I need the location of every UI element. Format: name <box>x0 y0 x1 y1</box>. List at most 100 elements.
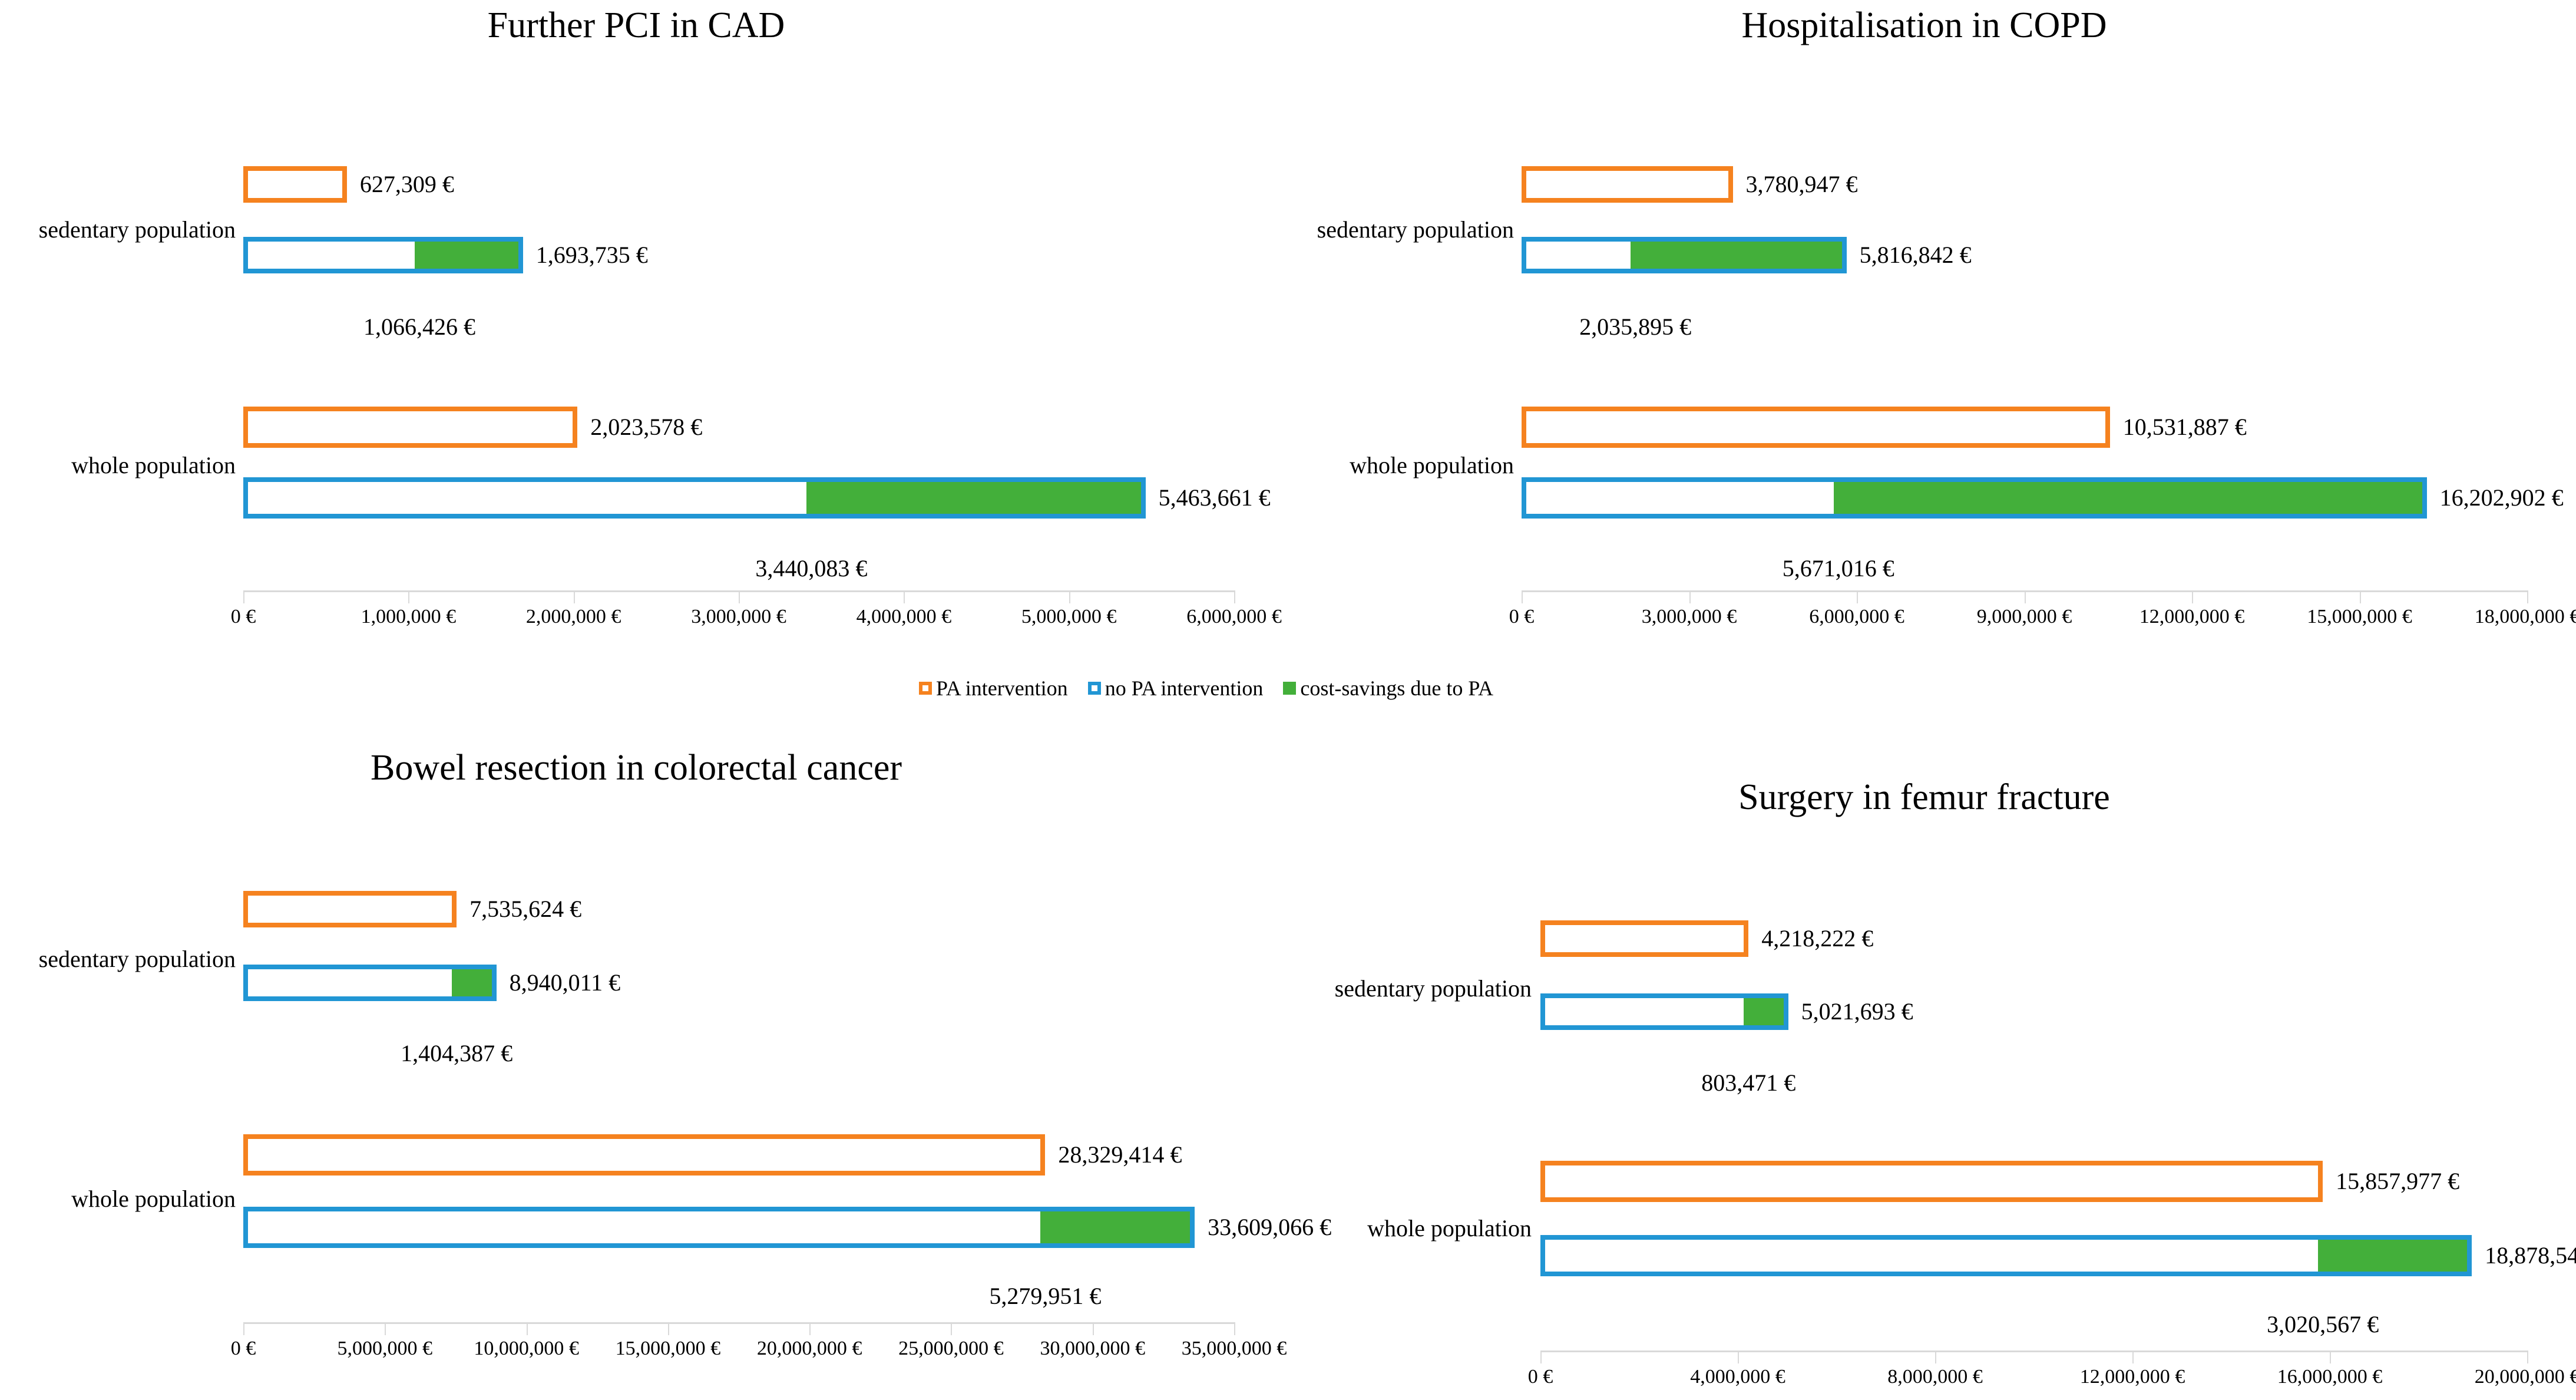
bar-no-pa-intervention: 1,693,735 € <box>243 237 1234 273</box>
x-axis-tick <box>1540 1351 1542 1363</box>
bar-pa-intervention: 28,329,414 € <box>243 1134 1234 1176</box>
x-axis-tick <box>667 1322 669 1335</box>
x-axis-tick <box>2359 590 2361 603</box>
bar-value-label-pa-intervention: 7,535,624 € <box>469 896 582 922</box>
bar-pa-intervention: 627,309 € <box>243 166 1234 203</box>
bar-segment-cost-savings <box>806 482 1141 514</box>
bar-value-label-pa-intervention: 3,780,947 € <box>1745 171 1858 197</box>
x-axis-tick <box>1857 590 1858 603</box>
category-label-sedentary-population: sedentary population <box>1317 216 1514 243</box>
bar-segment-cost-savings <box>1040 1211 1191 1243</box>
bar-value-label-pa-intervention: 28,329,414 € <box>1058 1141 1182 1168</box>
x-axis-tick-label: 6,000,000 € <box>1809 606 1904 628</box>
bar-value-label-no-pa-intervention: 5,279,951 € <box>989 1283 1102 1309</box>
x-axis-tick <box>2132 1351 2134 1363</box>
x-axis-tick-label: 4,000,000 € <box>1690 1366 1785 1388</box>
x-axis-tick-label: 6,000,000 € <box>1186 606 1282 628</box>
x-axis-line <box>1540 1351 2527 1352</box>
bar-value-label-pa-intervention: 15,857,977 € <box>2336 1168 2460 1194</box>
x-axis-tick-label: 20,000,000 € <box>2474 1366 2576 1388</box>
bar-total-label: 33,609,066 € <box>1208 1214 1332 1240</box>
x-axis-tick <box>385 1322 386 1335</box>
bar-pa-intervention: 2,023,578 € <box>243 407 1234 448</box>
bar-value-label-no-pa-intervention: 3,440,083 € <box>755 555 868 582</box>
bar-segment-pa-intervention <box>1540 1161 2323 1202</box>
x-axis-tick-label: 12,000,000 € <box>2139 606 2245 628</box>
bar-segment-pa-intervention <box>243 166 347 203</box>
x-axis-tick-label: 0 € <box>1509 606 1535 628</box>
bar-total-label: 5,021,693 € <box>1801 998 1913 1025</box>
orange-outline-swatch <box>919 682 932 695</box>
x-axis-tick-label: 10,000,000 € <box>474 1338 579 1359</box>
category-label-whole-population: whole population <box>71 452 236 478</box>
legend-label: cost-savings due to PA <box>1300 676 1494 700</box>
bar-total-label: 5,816,842 € <box>1859 242 1972 268</box>
x-axis-tick-label: 15,000,000 € <box>2307 606 2412 628</box>
bar-value-label-pa-intervention: 2,023,578 € <box>590 414 703 440</box>
x-axis-tick <box>243 1322 244 1335</box>
bar-value-label-no-pa-intervention: 803,471 € <box>1701 1069 1796 1096</box>
bar-segment-no-pa-intervention <box>243 1207 1195 1248</box>
bar-segment-cost-savings <box>414 242 518 269</box>
bar-pa-intervention: 7,535,624 € <box>243 891 1234 927</box>
bar-value-label-no-pa-intervention: 3,020,567 € <box>2267 1311 2379 1338</box>
bar-value-label-pa-intervention: 4,218,222 € <box>1761 925 1874 952</box>
bar-no-pa-intervention: 5,463,661 € <box>243 477 1271 519</box>
x-axis-tick-label: 20,000,000 € <box>756 1338 862 1359</box>
bar-value-label-no-pa-intervention: 1,404,387 € <box>401 1040 513 1066</box>
bar-pa-intervention: 15,857,977 € <box>1540 1161 2527 1202</box>
x-axis-tick <box>904 590 905 603</box>
x-axis-tick <box>1092 1322 1094 1335</box>
x-axis-tick-label: 2,000,000 € <box>525 606 621 628</box>
legend-label: no PA intervention <box>1105 676 1264 700</box>
green-solid-swatch <box>1283 682 1297 695</box>
bar-value-label-pa-intervention: 10,531,887 € <box>2122 414 2247 440</box>
bar-segment-pa-intervention <box>243 891 457 927</box>
bar-total-label: 8,940,011 € <box>509 969 621 996</box>
bar-total-label: 5,463,661 € <box>1158 484 1271 511</box>
x-axis-tick <box>408 590 410 603</box>
bar-segment-pa-intervention <box>243 1134 1046 1176</box>
legend-label: PA intervention <box>936 676 1068 700</box>
x-axis-tick-label: 5,000,000 € <box>1021 606 1117 628</box>
x-axis-tick-label: 35,000,000 € <box>1181 1338 1287 1359</box>
x-axis-tick-label: 18,000,000 € <box>2474 606 2576 628</box>
x-axis-tick <box>2527 590 2528 603</box>
x-axis-tick-label: 9,000,000 € <box>1976 606 2072 628</box>
bar-segment-cost-savings <box>1744 998 1784 1025</box>
x-axis-tick <box>1234 1322 1235 1335</box>
bar-segment-cost-savings <box>1833 482 2422 514</box>
bar-segment-cost-savings <box>1631 242 1842 269</box>
bar-segment-no-pa-intervention <box>1540 1235 2472 1276</box>
legend-item-no-pa-intervention[interactable]: no PA intervention <box>1087 676 1264 700</box>
bar-pa-intervention: 10,531,887 € <box>1522 407 2527 448</box>
x-axis-tick-label: 0 € <box>230 606 256 628</box>
x-axis-tick-label: 3,000,000 € <box>691 606 786 628</box>
legend-item-cost-savings-due-to-pa[interactable]: cost-savings due to PA <box>1283 678 1493 699</box>
bar-no-pa-intervention: 5,021,693 € <box>1540 993 2527 1030</box>
x-axis-tick-label: 25,000,000 € <box>898 1338 1004 1359</box>
x-axis-tick-label: 12,000,000 € <box>2079 1366 2185 1388</box>
bar-no-pa-intervention: 16,202,902 € <box>1522 477 2564 519</box>
x-axis-tick <box>1935 1351 1936 1363</box>
x-axis-tick-label: 3,000,000 € <box>1641 606 1737 628</box>
category-label-sedentary-population: sedentary population <box>1334 975 1532 1002</box>
bar-value-label-no-pa-intervention: 5,671,016 € <box>1782 555 1894 582</box>
x-axis-tick-label: 16,000,000 € <box>2277 1366 2383 1388</box>
bar-no-pa-intervention: 8,940,011 € <box>243 965 1234 1001</box>
x-axis-tick-label: 0 € <box>230 1338 256 1359</box>
x-axis-tick <box>739 590 740 603</box>
x-axis-tick <box>2024 590 2026 603</box>
x-axis-tick <box>2330 1351 2331 1363</box>
category-label-whole-population: whole population <box>71 1186 236 1212</box>
x-axis-tick-label: 0 € <box>1527 1366 1553 1388</box>
bar-pa-intervention: 4,218,222 € <box>1540 920 2527 957</box>
legend-item-pa-intervention[interactable]: PA intervention <box>919 678 1068 699</box>
x-axis-tick <box>243 590 244 603</box>
bar-value-label-no-pa-intervention: 2,035,895 € <box>1579 313 1692 340</box>
x-axis-tick-label: 4,000,000 € <box>856 606 952 628</box>
x-axis-tick <box>2192 590 2193 603</box>
